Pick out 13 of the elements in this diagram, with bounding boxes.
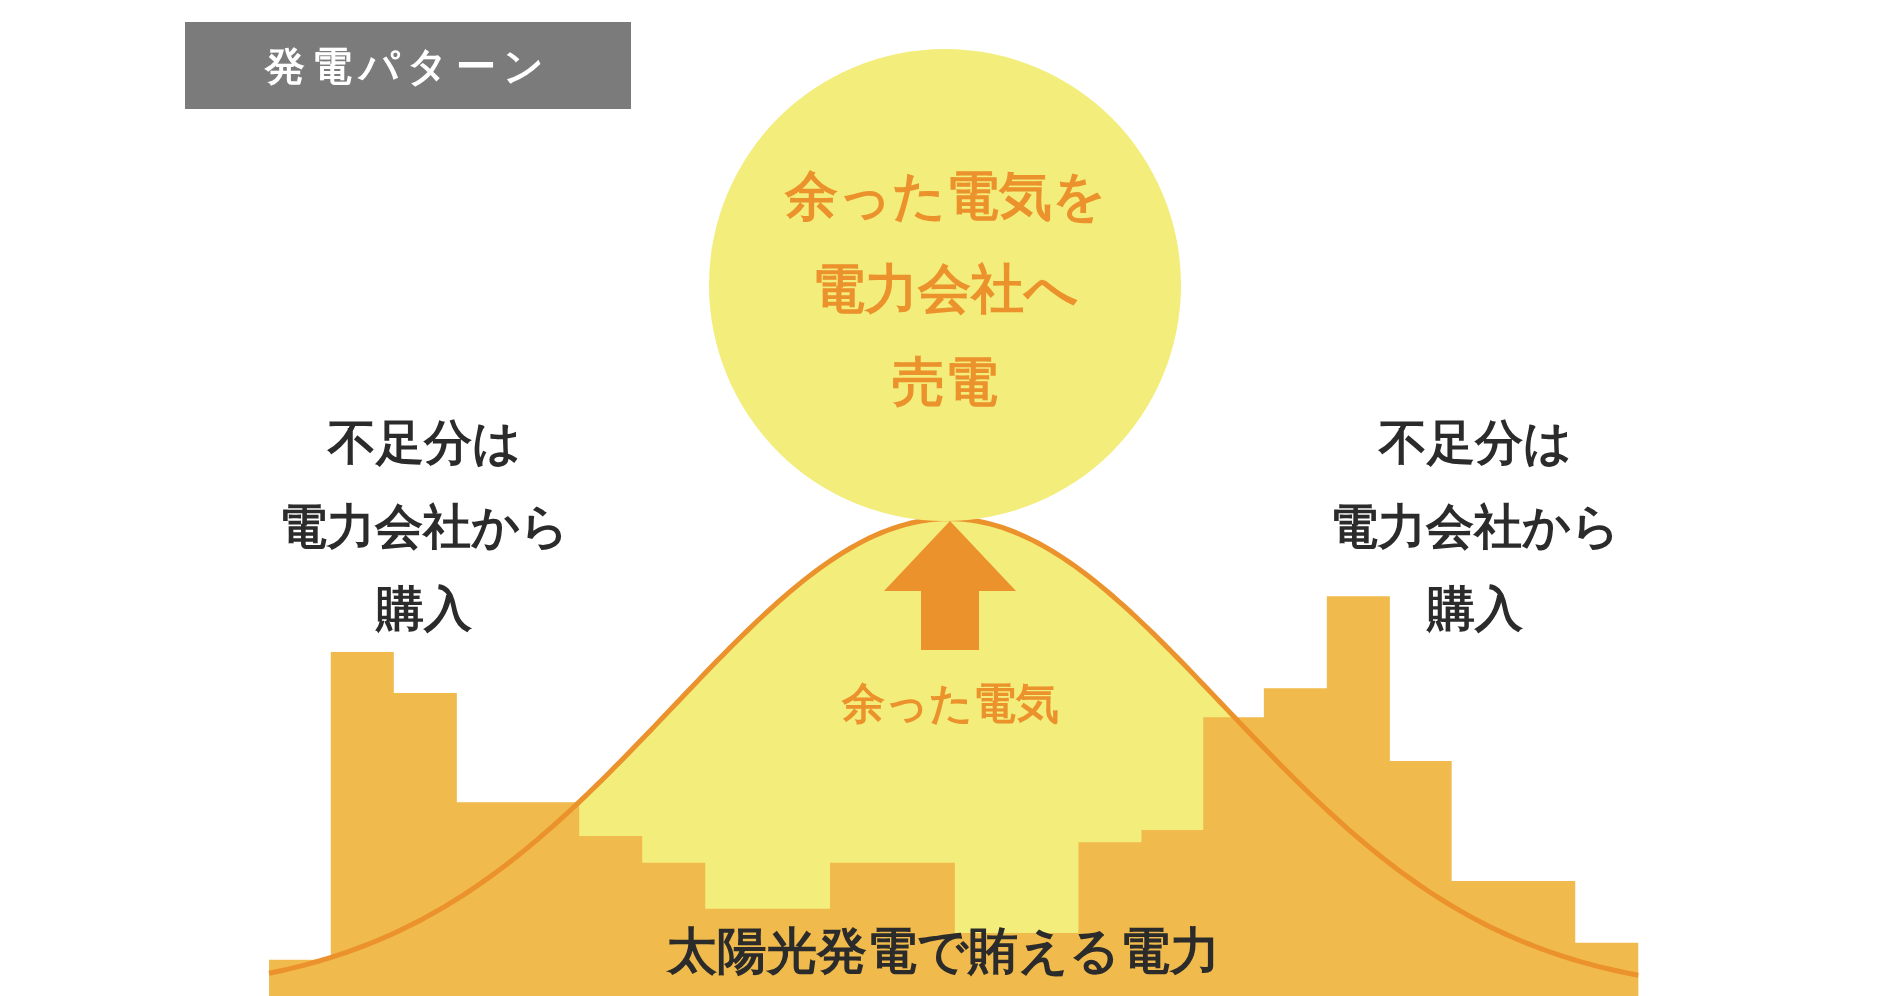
node-text: 余った電気を [784, 164, 1106, 228]
label-text: 購入 [376, 579, 472, 638]
node-text: 電力会社へ [812, 257, 1078, 321]
label-text: 不足分は [327, 413, 521, 472]
up-arrow [884, 521, 1016, 650]
label-text: 電力会社から [279, 497, 569, 556]
title-banner: 発電パターン [185, 22, 631, 109]
node-text: 売電 [892, 350, 998, 414]
label-text: 電力会社から [1330, 497, 1620, 556]
node-text: 余った電気 [841, 680, 1059, 726]
label-text: 購入 [1427, 579, 1523, 638]
label-text: 不足分は [1378, 413, 1572, 472]
label-text: 太陽光発電で賄える電力 [666, 920, 1220, 982]
